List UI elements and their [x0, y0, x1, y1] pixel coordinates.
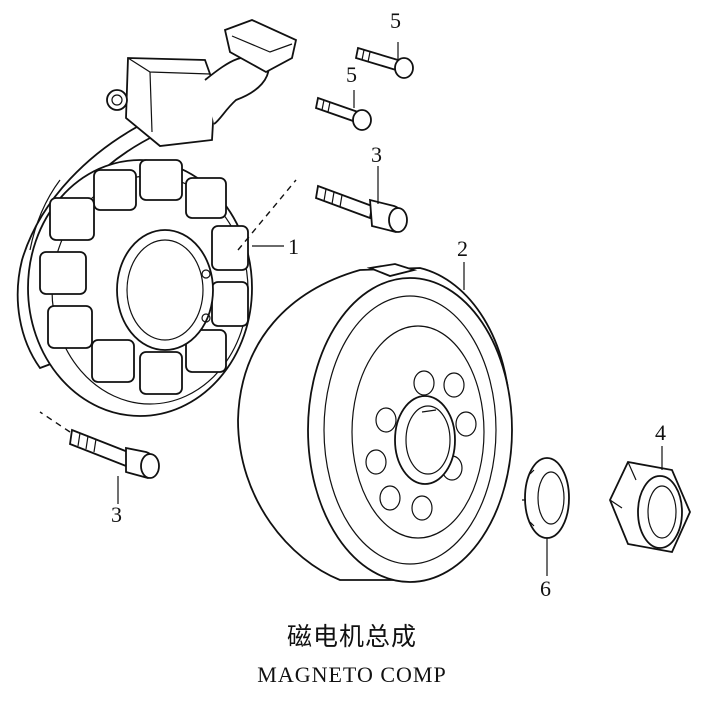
callout-screw-top: 5 [390, 8, 401, 33]
callout-nut: 4 [655, 420, 666, 445]
callout-rotor: 2 [457, 236, 468, 261]
bolt-upper [314, 184, 408, 233]
stator-assembly [16, 19, 298, 417]
callout-washer: 6 [540, 576, 551, 601]
title-chinese: 磁电机总成 [287, 623, 417, 651]
screw-top [354, 46, 414, 79]
rotor-holes [365, 370, 477, 521]
washer [522, 457, 570, 539]
rotor-flywheel [237, 263, 513, 583]
bolt-lower [39, 411, 160, 479]
callout-bolt-lower: 3 [111, 502, 122, 527]
callout-bolt-upper: 3 [371, 142, 382, 167]
title-english: MAGNETO COMP [257, 662, 446, 687]
leader-lines [117, 42, 663, 576]
callout-stator: 1 [288, 234, 299, 259]
callout-screw-mid: 5 [346, 62, 357, 87]
screw-mid [314, 96, 372, 131]
nut [609, 460, 691, 554]
